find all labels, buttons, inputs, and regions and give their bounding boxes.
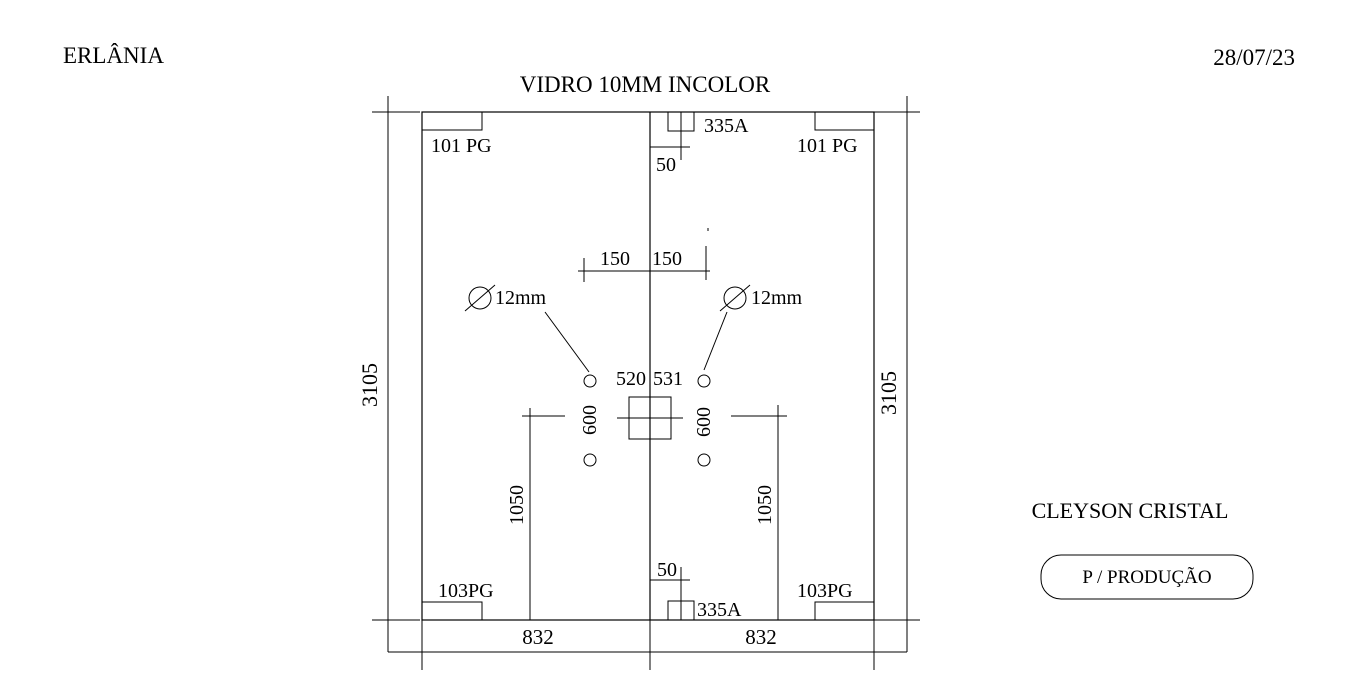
handle-right-label: 531 [653, 368, 683, 390]
fitting-top-right-label: 101 PG [797, 135, 858, 157]
hole-diameter-right-label: 12mm [751, 287, 803, 309]
door-outline [421, 111, 875, 621]
diameter-symbol-left-icon [468, 286, 492, 310]
hole-offset-right-label: 150 [652, 248, 682, 270]
fitting-bottom-right-label: 103PG [797, 580, 853, 602]
height-left-label: 3105 [357, 363, 382, 407]
fitting-bottom-left [421, 601, 483, 621]
width-left-label: 832 [522, 625, 554, 649]
hole-top-left [583, 374, 597, 388]
production-stamp [1040, 554, 1254, 600]
fitting-top-center-label: 335A [704, 115, 749, 137]
height-right-label: 3105 [876, 371, 901, 415]
hole-bottom-left [583, 453, 597, 467]
hole-top-right [697, 374, 711, 388]
handle-height-right-label: 1050 [754, 485, 776, 525]
diameter-symbol-right-icon [723, 286, 747, 310]
hole-diameter-left-label: 12mm [495, 287, 547, 309]
fitting-bottom-left-label: 103PG [438, 580, 494, 602]
diameter-slash-right [719, 284, 751, 312]
hole-spacing-left-label: 600 [579, 405, 601, 435]
hole-bottom-right [697, 453, 711, 467]
width-right-label: 832 [745, 625, 777, 649]
fitting-top-right [814, 111, 875, 131]
company-name: CLEYSON CRISTAL [1032, 498, 1229, 523]
hole-offset-left-label: 150 [600, 248, 630, 270]
glass-spec-title: VIDRO 10MM INCOLOR [520, 72, 771, 97]
handle-height-left-label: 1050 [506, 485, 528, 525]
fitting-top-left [421, 111, 483, 131]
diameter-slash-left [464, 284, 496, 312]
diameter-leader-left [544, 311, 590, 373]
fitting-top-left-label: 101 PG [431, 135, 492, 157]
client-name: ERLÂNIA [63, 43, 164, 68]
production-stamp-label: P / PRODUÇÃO [1082, 566, 1211, 588]
handle-left-label: 520 [616, 368, 646, 390]
fitting-bottom-center-label: 335A [697, 599, 742, 621]
hole-spacing-right-label: 600 [693, 407, 715, 437]
fitting-bottom-right [814, 601, 875, 621]
drawing-date: 28/07/23 [1213, 45, 1295, 70]
bottom-offset-label: 50 [657, 559, 677, 581]
top-offset-label: 50 [656, 154, 676, 176]
diameter-leader-right [703, 311, 728, 371]
